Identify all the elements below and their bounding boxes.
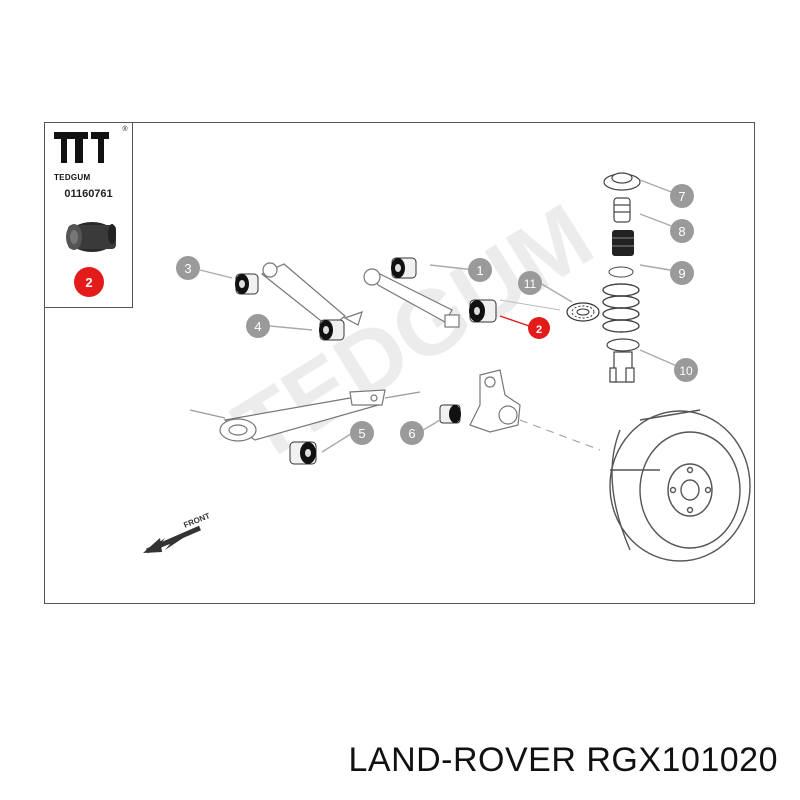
callout-1-label: 1 — [476, 263, 483, 278]
bump-stop-8 — [613, 197, 631, 223]
lower-trailing-arm — [189, 389, 421, 442]
upper-link-left — [260, 262, 363, 329]
callout-7: 7 — [670, 184, 694, 208]
bushing-4 — [319, 319, 345, 341]
callout-9: 9 — [670, 261, 694, 285]
upper-link-right — [363, 268, 460, 328]
callout-7-label: 7 — [678, 189, 685, 204]
callout-6-label: 6 — [408, 426, 415, 441]
strut-top-mount-7 — [603, 172, 641, 191]
registered-mark: ® — [122, 125, 128, 133]
bushing-2 — [469, 299, 497, 323]
strut-seat-10 — [606, 338, 640, 383]
wheel-tire — [609, 409, 751, 562]
coil-spring — [602, 283, 640, 333]
bushing-1 — [391, 257, 417, 279]
callout-11: 11 — [518, 271, 542, 295]
callout-5-label: 5 — [358, 426, 365, 441]
callout-6: 6 — [400, 421, 424, 445]
part-number: 01160761 — [64, 188, 113, 200]
callout-3-label: 3 — [184, 261, 191, 276]
bearing-guide-line — [499, 299, 561, 311]
front-arrow-icon: FRONT — [143, 511, 211, 554]
callout-5: 5 — [350, 421, 374, 445]
diagram-frame — [44, 122, 755, 604]
callout-2-label: 2 — [536, 324, 542, 336]
highlight-badge-number: 2 — [85, 275, 92, 290]
callout-3: 3 — [176, 256, 200, 280]
wheel-knuckle — [469, 369, 521, 433]
brand-name: TEDGUM — [54, 173, 91, 182]
highlight-badge — [74, 267, 104, 297]
callout-9-label: 9 — [678, 266, 685, 281]
callout-10: 10 — [674, 358, 698, 382]
bushing-5 — [289, 441, 317, 465]
callout-8-label: 8 — [678, 224, 685, 239]
dust-boot-9 — [612, 230, 634, 256]
bushing-6 — [439, 404, 461, 424]
spring-seat — [608, 266, 634, 278]
bushing-3 — [235, 273, 259, 295]
callout-8: 8 — [670, 219, 694, 243]
callout-2: 2 — [528, 317, 550, 339]
callout-4-label: 4 — [254, 319, 261, 334]
part-caption: LAND-ROVER RGX101020 — [348, 741, 778, 779]
tedgum-logo: 2 ® — [54, 125, 128, 297]
callout-4: 4 — [246, 314, 270, 338]
bearing-11 — [566, 302, 600, 322]
callout-1: 1 — [468, 258, 492, 282]
callout-11-label: 11 — [524, 277, 537, 291]
brand-box: 2 ® TEDGUM 01160761 — [44, 122, 133, 308]
callout-10-label: 10 — [679, 364, 693, 378]
axle-line — [519, 419, 601, 451]
